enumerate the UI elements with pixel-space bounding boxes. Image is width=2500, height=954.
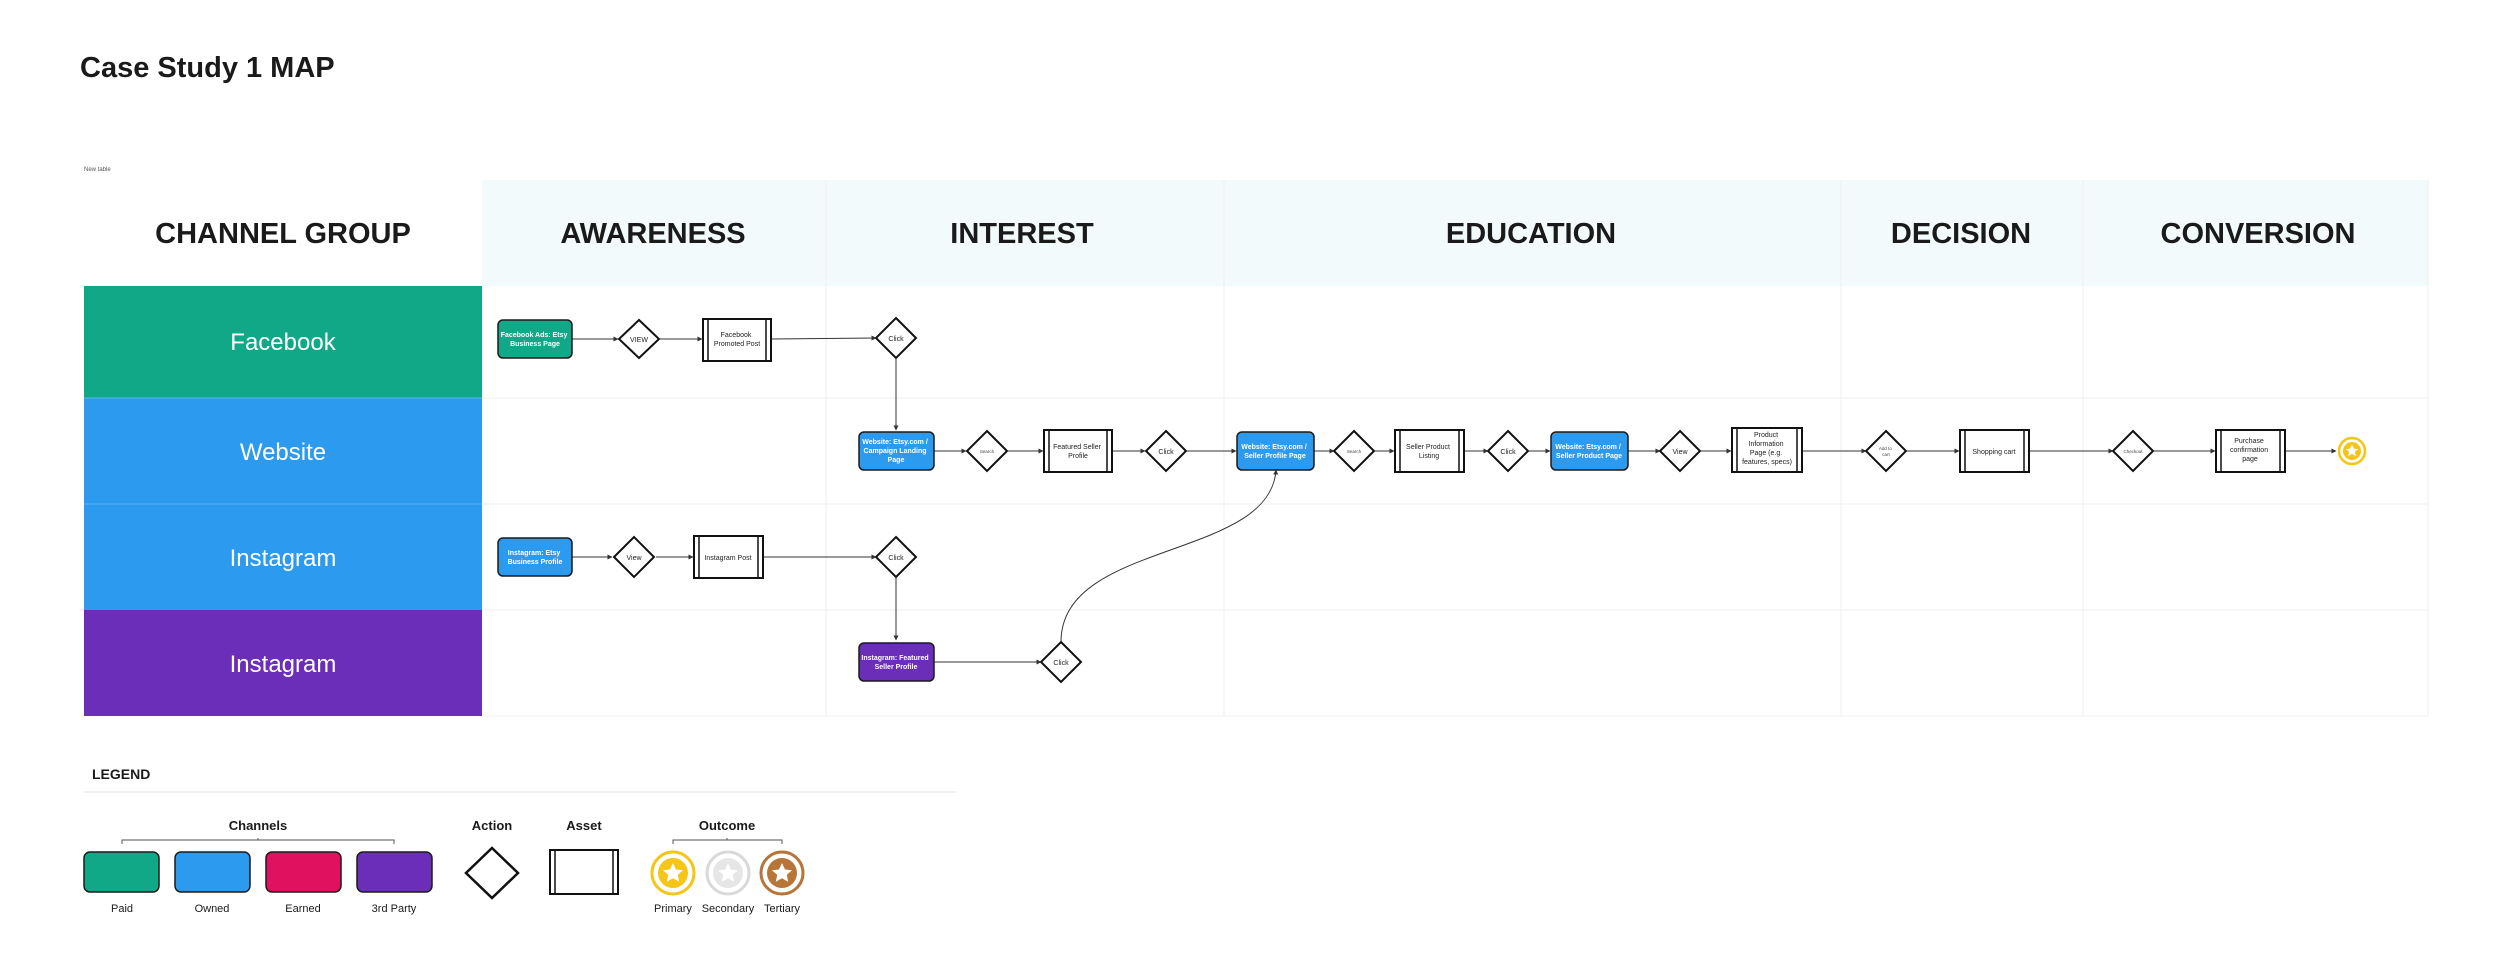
table-tag: New table (84, 167, 111, 173)
svg-text:Earned: Earned (285, 903, 320, 915)
node-website-seller-product[interactable]: Website: Etsy.com / Seller Product Page (1550, 431, 1629, 471)
svg-text:Tertiary: Tertiary (764, 903, 801, 915)
action-checkout[interactable]: Checkout (2111, 429, 2155, 473)
table-grid (482, 180, 2429, 717)
asset-facebook-promoted-post[interactable]: Facebook Promoted Post (702, 318, 772, 362)
legend-secondary-star-icon: Secondary (702, 850, 755, 915)
svg-text:Click: Click (888, 555, 904, 562)
row-facebook: Facebook (84, 286, 482, 398)
legend-title: LEGEND (92, 766, 150, 782)
svg-text:Seller Product Listing: Seller Product Listing (1406, 444, 1452, 460)
row-label-instagram: Instagram (230, 545, 337, 572)
row-label-instagram-3rd-party: Instagram (230, 651, 337, 678)
node-website-seller-profile[interactable]: Website: Etsy.com / Seller Profile Page (1236, 431, 1315, 471)
svg-text:Instagram: Etsy Business: Instagram: Etsy Business Profile (508, 550, 563, 566)
header-interest: INTEREST (950, 218, 1094, 250)
action-click[interactable]: Click (1039, 640, 1083, 684)
action-click[interactable]: Click (1144, 429, 1188, 473)
asset-seller-product-listing[interactable]: Seller Product Listing (1394, 429, 1465, 473)
svg-text:Secondary: Secondary (702, 903, 755, 915)
header-awareness: AWARENESS (560, 218, 745, 250)
svg-text:Click: Click (1500, 449, 1516, 456)
node-instagram-featured-seller[interactable]: Instagram: Featured Seller Profile (858, 642, 935, 682)
legend-tertiary-star-icon: Tertiary (759, 850, 805, 915)
svg-text:Asset: Asset (566, 818, 602, 833)
legend-channels-heading: Channels (229, 818, 288, 833)
svg-text:Search: Search (1347, 449, 1362, 454)
legend-swatch-paid: Paid (83, 851, 160, 915)
legend-primary-star-icon: Primary (650, 850, 696, 915)
svg-text:Action: Action (472, 818, 513, 833)
svg-text:Add to cart: Add to cart (1879, 446, 1893, 457)
action-add-to-cart[interactable]: Add to cart (1864, 429, 1908, 473)
header-decision: DECISION (1891, 218, 2031, 250)
legend-swatch-3rd-party: 3rd Party (356, 851, 433, 915)
row-label-website: Website (240, 439, 326, 466)
svg-text:Click: Click (1158, 449, 1174, 456)
svg-text:Owned: Owned (195, 903, 230, 915)
legend-swatch-earned: Earned (265, 851, 342, 915)
header-band (482, 180, 2428, 286)
action-click[interactable]: Click (874, 316, 918, 360)
header-education: EDUCATION (1446, 218, 1616, 250)
svg-text:Checkout: Checkout (2123, 449, 2143, 454)
asset-instagram-post[interactable]: Instagram Post (693, 535, 764, 579)
action-search[interactable]: Search (1332, 429, 1376, 473)
svg-text:Facebook Ads: Etsy Busin: Facebook Ads: Etsy Business Page (501, 332, 570, 348)
svg-text:Instagram Post: Instagram Post (704, 555, 751, 562)
asset-featured-seller-profile[interactable]: Featured Seller Profile (1043, 429, 1113, 473)
page-title: Case Study 1 MAP (80, 52, 335, 84)
svg-text:Website: Etsy.com / Camp: Website: Etsy.com / Campaign Landing Pag… (862, 439, 929, 464)
svg-text:Paid: Paid (111, 903, 133, 915)
row-instagram-third-party: Instagram (84, 610, 482, 716)
row-label-facebook: Facebook (230, 329, 336, 356)
asset-shopping-cart[interactable]: Shopping cart (1959, 429, 2030, 473)
action-click[interactable]: Click (874, 535, 918, 579)
connectors (530, 335, 2337, 665)
svg-text:Website: Etsy.com / Sell: Website: Etsy.com / Seller Product Page (1555, 444, 1622, 460)
node-website-campaign-landing[interactable]: Website: Etsy.com / Campaign Landing Pag… (858, 431, 935, 471)
svg-text:Search: Search (980, 449, 995, 454)
action-view[interactable]: View (612, 535, 656, 579)
svg-text:View: View (1672, 449, 1688, 456)
asset-product-information-page[interactable]: Product Information Page (e.g. features,… (1731, 427, 1803, 473)
svg-text:VIEW: VIEW (630, 337, 648, 344)
legend-action: Action (464, 818, 520, 900)
svg-text:Featured Seller Profile: Featured Seller Profile (1053, 444, 1103, 460)
action-search[interactable]: Search (965, 429, 1009, 473)
svg-text:Purchase confirmation: Purchase confirmation page (2230, 438, 2270, 463)
header-channel-group: CHANNEL GROUP (155, 218, 411, 250)
row-instagram-owned: Instagram (84, 503, 482, 610)
legend-swatch-owned: Owned (174, 851, 251, 915)
node-facebook-ads[interactable]: Facebook Ads: Etsy Business Page (497, 319, 573, 359)
svg-text:Instagram: Featured Sell: Instagram: Featured Seller Profile (861, 655, 930, 671)
action-view[interactable]: View (1658, 429, 1702, 473)
action-view[interactable]: VIEW (617, 318, 661, 360)
table-header: CHANNEL GROUP AWARENESS INTEREST EDUCATI… (84, 180, 2428, 286)
node-instagram-business-profile[interactable]: Instagram: Etsy Business Profile (497, 537, 573, 577)
asset-purchase-confirmation-page[interactable]: Purchase confirmation page (2215, 429, 2286, 473)
legend: LEGEND Channels Paid Owned Earned 3rd Pa… (83, 766, 956, 915)
legend-outcome-heading: Outcome (699, 818, 755, 833)
svg-text:Facebook Promoted Post: Facebook Promoted Post (714, 332, 760, 348)
header-conversion: CONVERSION (2161, 218, 2356, 250)
svg-text:3rd Party: 3rd Party (372, 903, 417, 915)
svg-text:Product Information: Product Information Page (e.g. features,… (1742, 432, 1792, 466)
svg-text:View: View (626, 555, 642, 562)
action-click[interactable]: Click (1486, 429, 1530, 473)
svg-text:Click: Click (888, 336, 904, 343)
svg-text:Click: Click (1053, 660, 1069, 667)
svg-text:Shopping cart: Shopping cart (1972, 449, 2015, 456)
row-website: Website (84, 397, 482, 504)
legend-asset: Asset (549, 818, 619, 895)
svg-text:Primary: Primary (654, 903, 692, 915)
svg-text:Website: Etsy.com / Sell: Website: Etsy.com / Seller Profile Page (1241, 444, 1308, 460)
primary-outcome-star-icon (2337, 436, 2367, 466)
